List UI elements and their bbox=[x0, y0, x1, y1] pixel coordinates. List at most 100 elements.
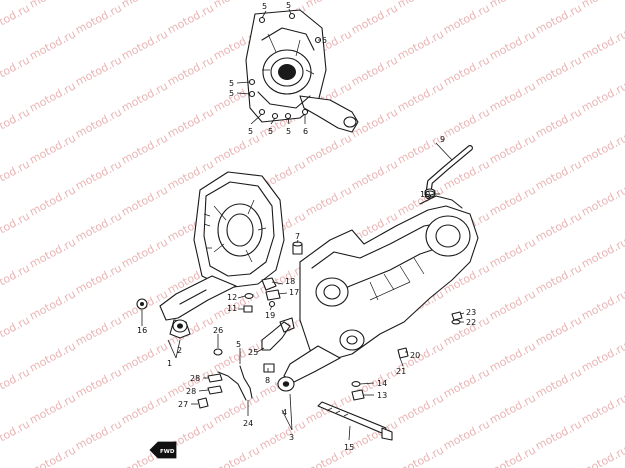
callout-5-left-lower: 5 bbox=[229, 89, 234, 98]
watermark-text-145: motod.ru bbox=[27, 443, 78, 468]
callout-6: 6 bbox=[303, 127, 308, 136]
bushing-2 bbox=[169, 319, 191, 339]
watermark-text-82: motod.ru bbox=[119, 235, 170, 270]
watermark-text-86: motod.ru bbox=[487, 235, 538, 270]
callout-5-bottom-c: 5 bbox=[286, 127, 291, 136]
watermark-text-147: motod.ru bbox=[211, 443, 262, 468]
watermark-text-22: motod.ru bbox=[487, 27, 538, 62]
watermark-text-136: motod.ru bbox=[0, 417, 32, 452]
watermark-text-54: motod.ru bbox=[487, 131, 538, 166]
leader-lines bbox=[141, 8, 465, 441]
watermark-text-34: motod.ru bbox=[119, 79, 170, 114]
crankcase-cover-part bbox=[245, 9, 359, 133]
watermark-text-94: motod.ru bbox=[533, 261, 584, 296]
watermark-text-137: motod.ru bbox=[73, 417, 124, 452]
callout-5-bottom-a: 5 bbox=[248, 127, 253, 136]
callout-20: 20 bbox=[410, 351, 420, 360]
watermark-text-149: motod.ru bbox=[395, 443, 446, 468]
watermark-text-13: motod.ru bbox=[441, 1, 492, 36]
watermark-text-46: motod.ru bbox=[533, 105, 584, 140]
watermark-text-49: motod.ru bbox=[27, 131, 78, 166]
watermark-text-73: motod.ru bbox=[73, 209, 124, 244]
callout-22: 22 bbox=[466, 318, 476, 327]
watermark-text-72: motod.ru bbox=[0, 209, 32, 244]
watermark-text-66: motod.ru bbox=[119, 183, 170, 218]
watermark-text-60: motod.ru bbox=[349, 157, 400, 192]
callout-5-bottom-b: 5 bbox=[268, 127, 273, 136]
front-direction-marker: FWD bbox=[149, 441, 177, 459]
watermark-text-33: motod.ru bbox=[27, 79, 78, 114]
watermark-text-65: motod.ru bbox=[27, 183, 78, 218]
callout-7: 7 bbox=[295, 232, 300, 241]
watermark-text-113: motod.ru bbox=[27, 339, 78, 374]
callout-1: 1 bbox=[167, 359, 172, 368]
watermark-text-10: motod.ru bbox=[165, 1, 216, 36]
watermark-text-131: motod.ru bbox=[211, 391, 262, 426]
watermark-text-55: motod.ru bbox=[579, 131, 625, 166]
watermark-text-71: motod.ru bbox=[579, 183, 625, 218]
watermark-text-21: motod.ru bbox=[395, 27, 446, 62]
watermark-text-102: motod.ru bbox=[487, 287, 538, 322]
watermark-text-51: motod.ru bbox=[211, 131, 262, 166]
watermark-text-9: motod.ru bbox=[73, 1, 124, 36]
watermark-text-103: motod.ru bbox=[579, 287, 625, 322]
fasteners bbox=[197, 277, 463, 409]
long-bolt-15 bbox=[317, 401, 393, 441]
callout-10: 10 bbox=[420, 190, 430, 199]
callout-25: 25 bbox=[248, 348, 258, 357]
watermark-text-28: motod.ru bbox=[349, 53, 400, 88]
bushing-16 bbox=[136, 298, 148, 310]
watermark-text-6: motod.ru bbox=[487, 0, 538, 11]
callout-5-center: 5 bbox=[236, 340, 241, 349]
watermark-text-56: motod.ru bbox=[0, 157, 32, 192]
callout-23: 23 bbox=[466, 308, 476, 317]
front-marker-label: FWD bbox=[160, 449, 175, 455]
watermark-text-139: motod.ru bbox=[257, 417, 308, 452]
watermark-text-105: motod.ru bbox=[73, 313, 124, 348]
watermark-text-42: motod.ru bbox=[165, 105, 216, 140]
watermark-text-142: motod.ru bbox=[533, 417, 584, 452]
watermark-text-119: motod.ru bbox=[579, 339, 625, 374]
callout-24: 24 bbox=[243, 419, 253, 428]
watermark-text-121: motod.ru bbox=[73, 365, 124, 400]
callout-5-right: 5 bbox=[322, 36, 327, 45]
callout-2: 2 bbox=[177, 346, 182, 355]
callout-4: 4 bbox=[282, 408, 287, 417]
watermark-text-25: motod.ru bbox=[73, 53, 124, 88]
watermark-text-14: motod.ru bbox=[533, 1, 584, 36]
watermark-text-141: motod.ru bbox=[441, 417, 492, 452]
watermark-text-118: motod.ru bbox=[487, 339, 538, 374]
callout-26: 26 bbox=[213, 326, 223, 335]
watermark-text-130: motod.ru bbox=[119, 391, 170, 426]
watermark-text-53: motod.ru bbox=[395, 131, 446, 166]
callout-11: 11 bbox=[227, 304, 237, 313]
watermark-text-81: motod.ru bbox=[27, 235, 78, 270]
watermark-text-151: motod.ru bbox=[579, 443, 625, 468]
watermark-text-68: motod.ru bbox=[303, 183, 354, 218]
watermark-text-7: motod.ru bbox=[579, 0, 625, 11]
watermark-text-37: motod.ru bbox=[395, 79, 446, 114]
callout-12: 12 bbox=[227, 293, 237, 302]
callout-18: 18 bbox=[285, 277, 295, 286]
watermark-text-45: motod.ru bbox=[441, 105, 492, 140]
watermark-text-89: motod.ru bbox=[73, 261, 124, 296]
watermark-text-97: motod.ru bbox=[27, 287, 78, 322]
callout-13: 13 bbox=[377, 391, 387, 400]
watermark-text-17: motod.ru bbox=[27, 27, 78, 62]
watermark-text-24: motod.ru bbox=[0, 53, 32, 88]
watermark-text-62: motod.ru bbox=[533, 157, 584, 192]
watermark-text-26: motod.ru bbox=[165, 53, 216, 88]
watermark-text-126: motod.ru bbox=[533, 365, 584, 400]
callout-17: 17 bbox=[289, 288, 299, 297]
watermark-text-129: motod.ru bbox=[27, 391, 78, 426]
callout-5-top-right: 5 bbox=[286, 1, 291, 10]
callout-19: 19 bbox=[265, 311, 275, 320]
watermark-text-30: motod.ru bbox=[533, 53, 584, 88]
watermark-text-39: motod.ru bbox=[579, 79, 625, 114]
watermark-text-50: motod.ru bbox=[119, 131, 170, 166]
callout-14: 14 bbox=[377, 379, 387, 388]
watermark-text-110: motod.ru bbox=[533, 313, 584, 348]
watermark-text-4: motod.ru bbox=[303, 0, 354, 11]
watermark-text-135: motod.ru bbox=[579, 391, 625, 426]
